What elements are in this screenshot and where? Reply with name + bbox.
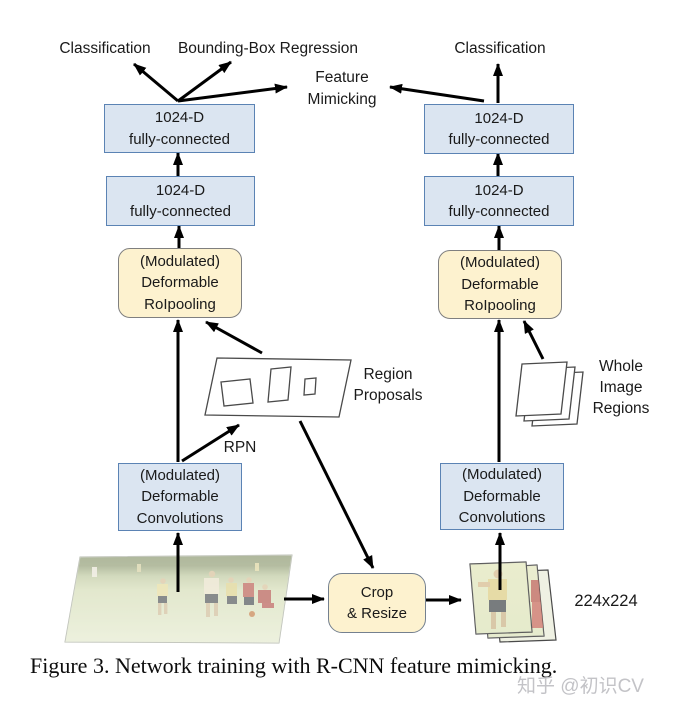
classification-right-label: Classification	[444, 38, 556, 59]
rpn-label: RPN	[223, 439, 257, 456]
roipool-right-box: (Modulated) Deformable RoIpooling	[438, 250, 562, 319]
arrow-rpn	[181, 423, 240, 463]
arrow-proposals-to-crop	[298, 420, 375, 569]
arrow-right-to-feature-mimicking	[389, 83, 485, 103]
input-photo	[64, 554, 293, 644]
bounding-box-regression-label: Bounding-Box Regression	[168, 38, 368, 59]
arrows	[133, 60, 545, 605]
classification-left-text: Classification	[59, 40, 151, 57]
crop-resize-box: Crop & Resize	[328, 573, 426, 633]
region-proposals-shape	[204, 357, 352, 418]
cropped-image-stack	[469, 561, 557, 643]
watermark: 知乎 @初识CV	[517, 676, 644, 697]
fc-bottom-left-box: 1024-D fully-connected	[106, 176, 255, 226]
fc-top-left-box: 1024-D fully-connected	[104, 104, 255, 153]
feature-mimicking-label: Feature Mimicking	[307, 69, 377, 108]
bounding-box-regression-text: Bounding-Box Regression	[177, 40, 359, 57]
proposal-box-3	[303, 377, 317, 396]
cropped-player	[478, 569, 507, 629]
soccer-ball	[249, 611, 255, 617]
classification-left-label: Classification	[45, 38, 165, 59]
fc-top-right-box: 1024-D fully-connected	[424, 104, 574, 154]
classification-right-text: Classification	[454, 40, 546, 57]
conv-right-box: (Modulated) Deformable Convolutions	[440, 463, 564, 530]
whole-image-cards	[515, 361, 584, 427]
roipool-left-box: (Modulated) Deformable RoIpooling	[118, 248, 242, 318]
proposal-box-1	[220, 378, 254, 407]
conv-left-box: (Modulated) Deformable Convolutions	[118, 463, 242, 531]
arrow-left-to-feature-mimicking	[177, 83, 288, 103]
crop-size-label: 224x224	[574, 592, 638, 610]
arrow-to-bbox-regression	[177, 60, 232, 103]
arrow-proposals-to-pool-left	[205, 320, 263, 355]
figure-caption: Figure 3. Network training with R-CNN fe…	[30, 653, 558, 678]
distant-player	[92, 567, 97, 577]
fc-bottom-right-box: 1024-D fully-connected	[424, 176, 574, 226]
arrow-to-classification-left	[133, 62, 179, 103]
whole-image-regions-label: Whole Image Regions	[592, 358, 650, 417]
proposal-box-2	[267, 366, 292, 403]
arrow-regions-to-pool-right	[522, 320, 545, 360]
region-proposals-label: Region Proposals	[353, 366, 423, 404]
whole-image-card-front	[515, 361, 568, 417]
